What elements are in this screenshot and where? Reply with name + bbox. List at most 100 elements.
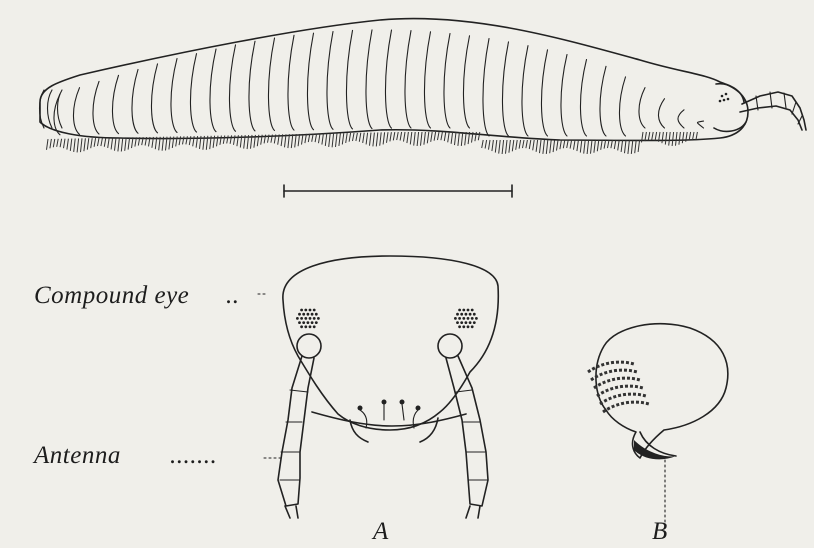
eye-facet (473, 321, 476, 324)
leg (662, 132, 664, 143)
millipede-head (714, 84, 746, 132)
eye-facet (298, 321, 301, 324)
leg (506, 140, 508, 154)
body-segment (580, 60, 586, 136)
body-segment (288, 35, 294, 130)
leg (183, 136, 185, 144)
eye-facet (296, 317, 299, 320)
leg (621, 140, 623, 152)
leg (676, 132, 678, 146)
leg (60, 139, 62, 147)
eye-facet (317, 317, 320, 320)
body-segment (424, 32, 430, 128)
head-capsule (283, 256, 498, 430)
leg (648, 132, 650, 140)
leg (495, 140, 497, 153)
leg (611, 140, 613, 148)
leg (523, 140, 525, 148)
leg (489, 140, 491, 150)
eye-facet (311, 313, 314, 316)
leg (57, 139, 59, 147)
leg (125, 137, 127, 150)
eye-facet (462, 317, 465, 320)
mouthparts (312, 412, 466, 426)
leg (570, 140, 572, 149)
leg (455, 132, 457, 145)
leg (563, 140, 565, 148)
eye-facet (307, 321, 310, 324)
leg (186, 136, 188, 144)
eye-facet (313, 309, 316, 312)
leg (587, 140, 589, 154)
compound-eye-right (454, 309, 478, 329)
leg (91, 138, 93, 148)
leg (679, 132, 681, 145)
millipede-legs (47, 132, 698, 154)
leg (53, 139, 55, 147)
leg (529, 140, 531, 149)
leg (64, 139, 66, 148)
leg (101, 138, 103, 146)
leg (339, 133, 341, 146)
leg (115, 138, 117, 151)
label-compound-eye: Compound eye (34, 282, 189, 310)
leg (478, 132, 480, 140)
body-segment (502, 42, 508, 136)
leg (227, 135, 229, 143)
eye-facet (465, 313, 468, 316)
leg (342, 133, 344, 144)
leg (417, 132, 419, 146)
eye-facet (309, 309, 312, 312)
eye-facet (460, 321, 463, 324)
body-segment (658, 99, 664, 128)
eye-facet (473, 313, 476, 316)
label-antenna-dots: ....... (170, 442, 217, 470)
antenna-right (438, 334, 488, 518)
body-segment (93, 81, 99, 134)
eye-facet (304, 309, 307, 312)
leg (366, 133, 368, 145)
leg (461, 132, 463, 146)
scale-bar (284, 185, 512, 197)
leg (638, 140, 640, 152)
leg (536, 140, 538, 152)
leg (74, 138, 76, 151)
body-segment (619, 77, 625, 136)
leg (118, 138, 120, 152)
leg (604, 140, 606, 149)
leg (47, 139, 49, 150)
eye-facet (471, 317, 474, 320)
leg (492, 140, 494, 151)
body-segment (327, 32, 333, 130)
leg (50, 139, 52, 148)
leg (669, 132, 671, 146)
eye-facet (298, 313, 301, 316)
millipede-body (40, 19, 807, 154)
eye-facet (475, 317, 478, 320)
leg (499, 140, 501, 154)
leg (540, 140, 542, 153)
leg (451, 132, 453, 144)
eye-facet (300, 317, 303, 320)
leg (618, 140, 620, 150)
leg (397, 132, 399, 140)
leg (444, 132, 446, 141)
tail-ring (58, 90, 63, 128)
body-segment (171, 59, 177, 133)
body-segment (132, 69, 138, 133)
eye-facet (302, 313, 305, 316)
leg (597, 140, 599, 151)
leg (431, 132, 433, 142)
body-segment (346, 30, 352, 128)
label-compound-eye-dots: .. (226, 282, 240, 310)
millipede-outline (40, 19, 748, 141)
leg (410, 132, 412, 144)
eye-facet (302, 321, 305, 324)
leg (87, 138, 89, 149)
eye-facet (309, 317, 312, 320)
leg (67, 139, 69, 150)
leg (567, 140, 569, 148)
leg (223, 136, 225, 144)
leg (546, 140, 548, 154)
